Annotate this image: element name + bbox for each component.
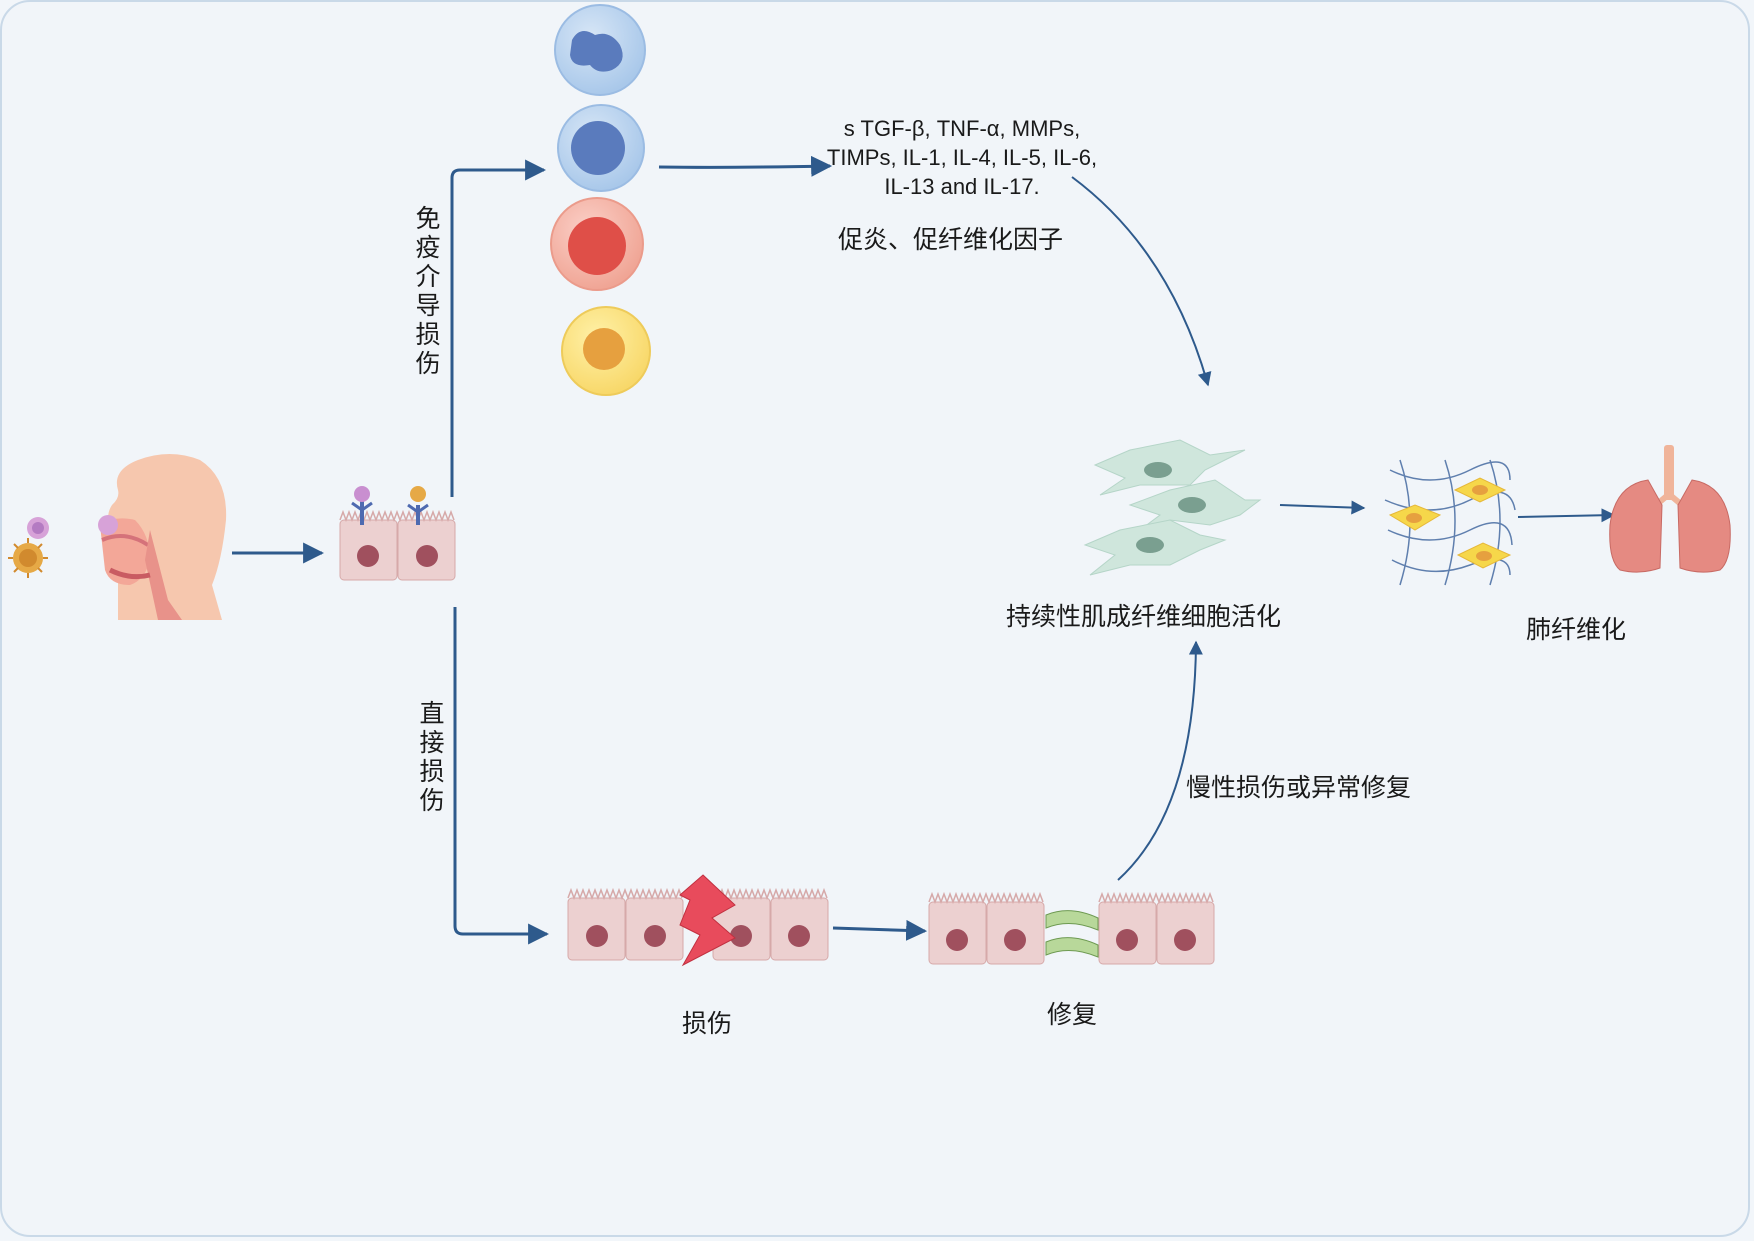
cytokine-caption: 促炎、促纤维化因子 [838,225,1064,254]
cytokines-text: s TGF-β, TNF-α, MMPs, TIMPs, IL-1, IL-4,… [826,116,1098,199]
virus-icon [27,517,49,539]
neutrophil-cell-icon [554,4,646,96]
repair-label: 修复 [1047,1000,1098,1029]
lymphocyte-cell-icon [557,104,645,192]
myofibroblast-icon [1083,439,1262,576]
yellow-cell-icon [561,306,651,396]
lightning-icon [679,874,736,967]
airway-epithelium-icon [339,486,456,581]
myofibroblast-label: 持续性肌成纤维细胞活化 [1006,602,1282,631]
immune-path-label: 免疫介导损伤 [412,205,441,379]
lung-fibrosis-label: 肺纤维化 [1526,615,1627,644]
extracellular-matrix-icon [1384,459,1516,586]
injury-label: 损伤 [682,1009,733,1038]
chronic-label: 慢性损伤或异常修复 [1186,773,1412,802]
lungs-icon [1609,445,1731,573]
virus-icon [8,538,48,578]
injured-epithelium-icon [567,887,829,961]
direct-path-label: 直接损伤 [416,700,445,816]
repaired-epithelium-icon [928,891,1215,965]
scar-tissue-icon [1045,910,1099,958]
human-head-icon [98,454,227,620]
red-cell-icon [550,197,644,291]
